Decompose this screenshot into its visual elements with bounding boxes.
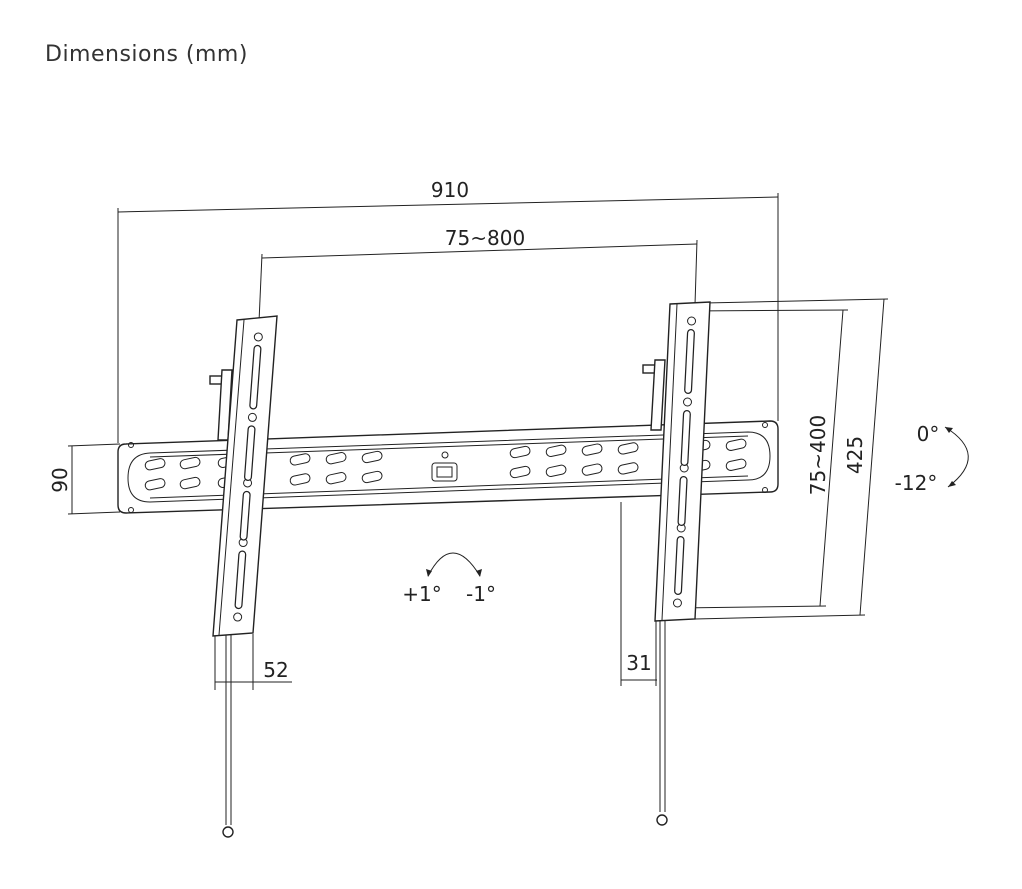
- vent-slot: [617, 442, 639, 455]
- label-tilt-top: 0°: [917, 422, 940, 446]
- vent-slot: [509, 465, 531, 479]
- vent-slot: [725, 438, 747, 451]
- vent-slot: [545, 444, 567, 457]
- vent-slot: [289, 473, 311, 486]
- mount-hole: [672, 598, 682, 608]
- mount-hole: [233, 612, 243, 622]
- vent-slot: [361, 450, 383, 464]
- vent-slot: [325, 452, 347, 465]
- label-level-right: -1°: [466, 582, 496, 606]
- vent-slot: [545, 464, 567, 477]
- vent-slot: [581, 443, 603, 456]
- dimension-31: 31: [620, 502, 657, 686]
- label-vesa-height: 75~400: [806, 415, 830, 495]
- dimension-90: 90: [48, 443, 121, 515]
- left-arm: [209, 315, 278, 637]
- right-arm: [642, 301, 711, 622]
- vent-slot: [179, 456, 201, 470]
- arrow-right-icon: [476, 569, 482, 577]
- vent-slot: [289, 453, 311, 466]
- tilt-indicator: 0° -12°: [895, 422, 969, 495]
- dimension-vesa-height: 75~400: [677, 309, 849, 609]
- vent-slot: [361, 470, 383, 484]
- mount-hole: [683, 397, 692, 407]
- safety-cords: [222, 620, 668, 838]
- dimension-52: 52: [214, 634, 292, 690]
- label-910: 910: [431, 178, 469, 202]
- dimension-vesa-width: 75~800: [258, 226, 698, 323]
- mount-hole: [247, 412, 257, 422]
- vent-slot: [144, 458, 166, 471]
- label-90: 90: [48, 467, 72, 492]
- vent-slot: [179, 476, 201, 490]
- arrow-up-icon: [945, 427, 953, 433]
- mount-hole: [687, 316, 697, 326]
- vent-slot: [617, 462, 639, 475]
- label-vesa-width: 75~800: [445, 226, 525, 250]
- label-tilt-bottom: -12°: [895, 471, 938, 495]
- vent-slot: [725, 458, 747, 471]
- arrow-left-icon: [426, 569, 432, 577]
- vent-slot: [509, 445, 531, 459]
- label-425: 425: [843, 436, 867, 474]
- mount-hole: [253, 332, 263, 342]
- diagram-title: Dimensions (mm): [45, 42, 248, 67]
- arrow-down-icon: [948, 481, 956, 487]
- dimension-425: 425: [694, 298, 889, 620]
- vent-slot: [325, 472, 347, 485]
- label-31: 31: [626, 651, 651, 675]
- vent-slot: [144, 478, 166, 491]
- label-level-left: +1°: [402, 582, 441, 606]
- dimension-910: 910: [117, 178, 779, 443]
- level-indicator: +1° -1°: [402, 552, 496, 606]
- label-52: 52: [263, 658, 288, 682]
- vent-slot: [581, 463, 603, 476]
